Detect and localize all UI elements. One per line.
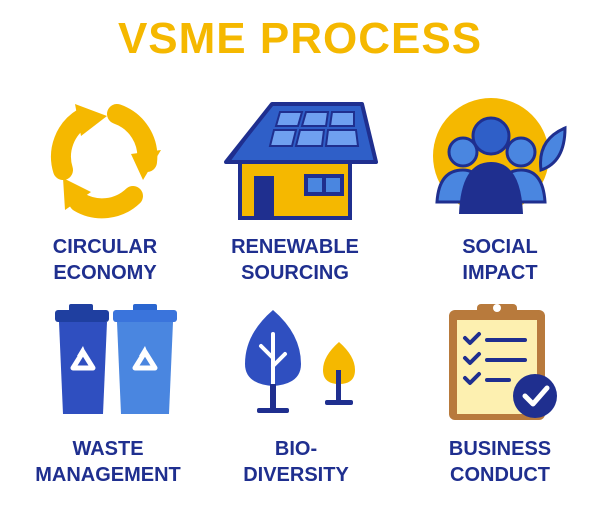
item-label-line2: MANAGEMENT — [35, 464, 181, 486]
item-label-line2: ECONOMY — [53, 262, 157, 284]
item-label-line1: RENEWABLE — [231, 236, 359, 258]
item-label-line1: BUSINESS — [448, 438, 552, 460]
item-label-line1: WASTE — [72, 438, 144, 460]
item-label-line2: DIVERSITY — [243, 464, 349, 486]
solar-house-icon — [195, 92, 395, 222]
recycle-arrows-icon — [5, 92, 205, 222]
trees-icon — [196, 300, 396, 420]
item-label-line2: CONDUCT — [450, 464, 550, 486]
item-label-line1: CIRCULAR — [52, 236, 158, 258]
community-people-icon — [400, 92, 600, 222]
item-label-line1: SOCIAL — [462, 236, 538, 258]
clipboard-checklist-icon — [400, 300, 600, 424]
item-label-line2: IMPACT — [462, 262, 538, 284]
recycling-bins-icon — [8, 300, 208, 420]
page-title: VSME PROCESS — [117, 14, 483, 63]
item-label-line2: SOURCING — [241, 262, 349, 284]
item-label-line1: BIO- — [274, 438, 318, 460]
